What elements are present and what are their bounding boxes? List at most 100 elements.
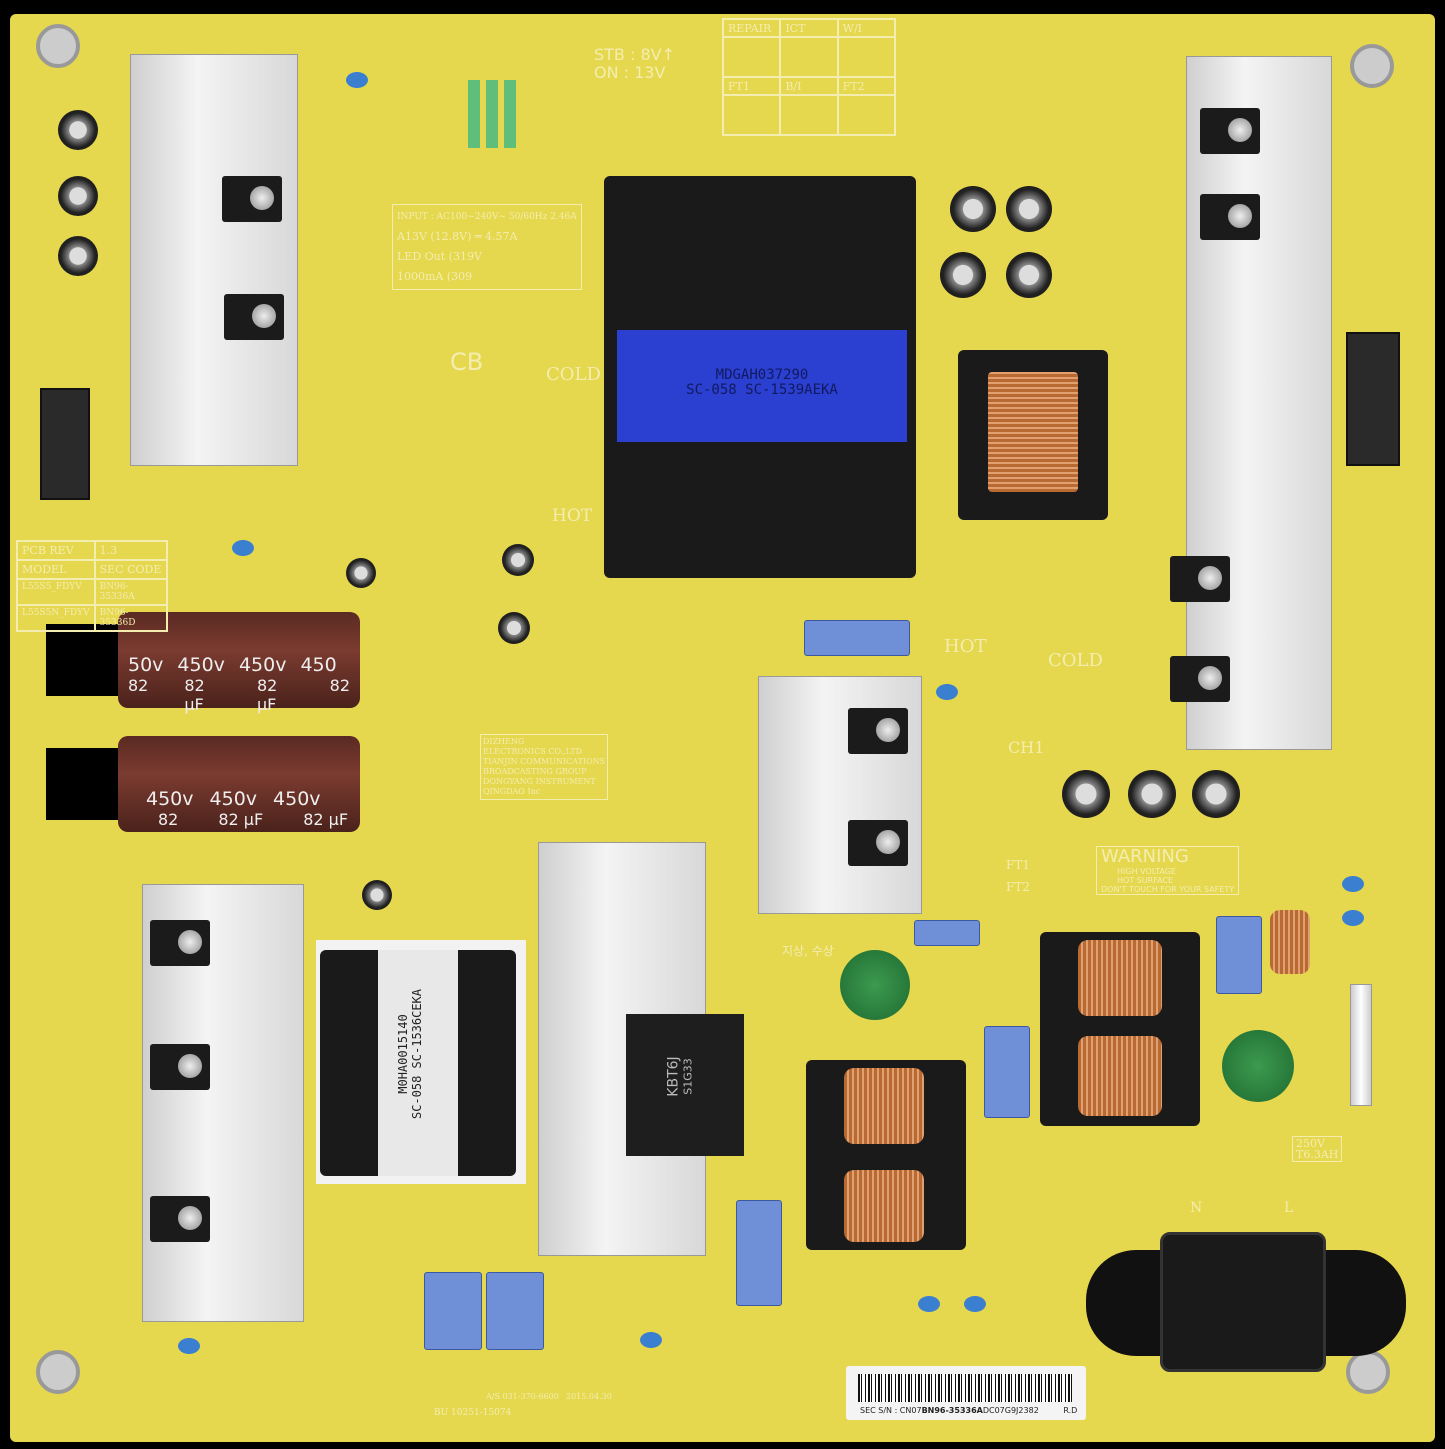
qc-header: W/I xyxy=(837,19,895,37)
qc-header: FT2 xyxy=(837,77,895,95)
serial-barcode-label: SEC S/N : CN07BN96-35336ADC07G9J2382 R.D xyxy=(846,1366,1086,1420)
pcb-table-cell: L55S5_FDYV xyxy=(17,579,95,605)
maker-line: BROADCASTING GROUP xyxy=(483,767,587,776)
cap-value: 82 xyxy=(158,810,179,829)
connector xyxy=(1346,332,1400,466)
film-capacitor xyxy=(736,1200,782,1306)
korean-label: 지상, 수상 xyxy=(782,944,834,958)
maker-line: TIANJIN COMMUNICATIONS xyxy=(483,757,606,766)
standby-transformer-line1: M0HA0015140 xyxy=(396,1014,410,1094)
inlet-l-label: L xyxy=(1284,1200,1294,1216)
film-capacitor xyxy=(804,620,910,656)
transformer-label-line1: MDGAH037290 xyxy=(715,367,809,383)
cert-logo: CB xyxy=(450,348,484,376)
serial-rev: R.D xyxy=(1063,1406,1078,1415)
fuse-rating: 250V xyxy=(1296,1137,1325,1150)
ft2-label: FT2 xyxy=(1006,880,1030,894)
standby-transformer-line2: SC-058 SC-1536CEKA xyxy=(410,988,424,1120)
choke-coil xyxy=(844,1170,924,1242)
cap-cutout xyxy=(46,748,118,820)
serial-text: SEC S/N : CN07BN96-35336ADC07G9J2382 R.D xyxy=(860,1406,1077,1415)
mosfet xyxy=(150,1044,210,1090)
electrolytic-capacitor xyxy=(1006,252,1052,298)
qc-header: REPAIR xyxy=(723,19,781,37)
zone-ch1: CH1 xyxy=(1008,738,1045,757)
electrolytic-capacitor xyxy=(362,880,392,910)
film-capacitor xyxy=(984,1026,1030,1118)
spec-led2: 1000mA (309 xyxy=(397,270,473,283)
choke-coil xyxy=(1078,1036,1162,1116)
standby-transformer-label xyxy=(378,950,458,1176)
as-number: A/S 031-370-6600 xyxy=(486,1392,559,1401)
electrolytic-capacitor xyxy=(1128,770,1176,818)
bridge-rectifier xyxy=(626,1014,744,1156)
cap-cutout xyxy=(46,624,118,696)
toroid-coil xyxy=(1270,910,1310,974)
ceramic-capacitor xyxy=(918,1296,940,1312)
mosfet xyxy=(1200,108,1260,154)
mosfet xyxy=(1200,194,1260,240)
film-capacitor xyxy=(1216,916,1262,994)
cap-value: 82 µF xyxy=(257,676,278,714)
electrolytic-capacitor xyxy=(498,612,530,644)
transformer-label: MDGAH037290 SC-058 SC-1539AEKA xyxy=(617,330,907,442)
cap-voltage: 450v xyxy=(209,788,258,810)
serial-prefix: SEC S/N : CN07 xyxy=(860,1406,922,1415)
pcb-table-cell: BN96-35336D xyxy=(94,605,167,631)
choke-coil xyxy=(1078,940,1162,1016)
maker-line: QINGDAO Inc xyxy=(483,787,541,796)
varistor xyxy=(840,950,910,1020)
date-code: 2015.04.30 xyxy=(566,1392,612,1401)
mosfet xyxy=(1170,656,1230,702)
mosfet xyxy=(150,1196,210,1242)
electrolytic-capacitor xyxy=(58,236,98,276)
film-capacitor xyxy=(424,1272,482,1350)
pcb-info-table: PCB REV 1.3 MODEL SEC CODE L55S5_FDYV BN… xyxy=(16,540,168,632)
pcb-table-cell: PCB REV xyxy=(17,541,95,560)
cap-voltage: 450v xyxy=(177,654,225,676)
standby-label-line2: ON : 13V xyxy=(594,63,666,82)
qc-table: REPAIR ICT W/I FT1 B/I FT2 xyxy=(722,18,896,136)
warning-line: HOT SURFACE xyxy=(1117,876,1174,885)
ceramic-capacitor xyxy=(640,1332,662,1348)
standby-label: STB : 8V↑ ON : 13V xyxy=(594,46,675,82)
bridge-rectifier-line2: S1G33 xyxy=(681,1058,695,1095)
bridge-rectifier-text: KBT6J S1G33 xyxy=(666,1007,695,1147)
bridge-rectifier-line1: KBT6J xyxy=(665,1056,682,1097)
maker-line: DIZHENG xyxy=(483,737,525,746)
qc-header: FT1 xyxy=(723,77,781,95)
cap-voltage: 50v xyxy=(128,654,164,676)
zone-cold: COLD xyxy=(546,364,601,385)
electrolytic-capacitor xyxy=(940,252,986,298)
mounting-hole xyxy=(36,1350,80,1394)
warning-line: DON'T TOUCH FOR YOUR SAFETY xyxy=(1101,885,1235,894)
electrolytic-capacitor xyxy=(58,110,98,150)
barcode xyxy=(858,1374,1072,1402)
mosfet xyxy=(222,176,282,222)
maker-line: DONGYANG INSTRUMENT xyxy=(483,777,596,786)
film-capacitor xyxy=(914,920,980,946)
cap-value: 82 µF xyxy=(218,810,264,829)
spec-input: INPUT : AC100~240V~ 50/60Hz 2.46A xyxy=(397,212,577,222)
mounting-hole xyxy=(1346,1350,1390,1394)
pcb-table-cell: MODEL xyxy=(17,560,95,579)
warning-box: WARNING HIGH VOLTAGE HOT SURFACE DON'T T… xyxy=(1096,846,1240,895)
electrolytic-capacitor xyxy=(346,558,376,588)
spec-led1: LED Out (319V xyxy=(397,250,482,263)
ceramic-capacitor xyxy=(1342,876,1364,892)
mounting-hole xyxy=(1350,44,1394,88)
mosfet xyxy=(848,708,908,754)
ceramic-capacitor xyxy=(346,72,368,88)
ft1-label: FT1 xyxy=(1006,858,1030,872)
pcb-table-cell: L55S5N_FDYV xyxy=(17,605,95,631)
transformer-label-line2: SC-058 SC-1539AEKA xyxy=(686,382,838,398)
standby-transformer-text: M0HA0015140 SC-058 SC-1536CEKA xyxy=(396,974,424,1134)
fuse-label: 250V T6.3AH xyxy=(1292,1136,1343,1162)
heatsink-top-right xyxy=(1186,56,1332,750)
warning-line: HIGH VOLTAGE xyxy=(1117,867,1176,876)
resistor-array xyxy=(468,80,518,148)
pcb-table-cell: SEC CODE xyxy=(94,560,167,579)
mounting-hole xyxy=(36,24,80,68)
standby-label-line1: STB : 8V↑ xyxy=(594,45,675,64)
spec-a13v: A13V (12.8V) ═ 4.57A xyxy=(397,230,518,243)
